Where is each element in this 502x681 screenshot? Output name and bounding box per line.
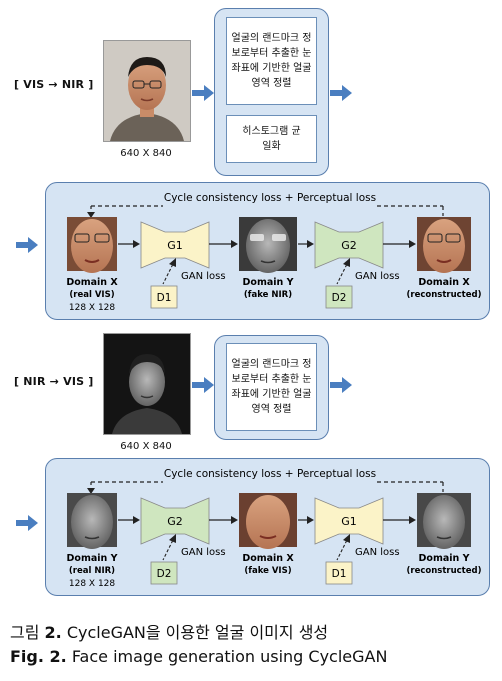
discriminator-d2-label: D2: [332, 292, 347, 304]
align-step-text: 얼굴의 랜드마크 정보로부터 추출한 눈 좌표에 기반한 얼굴 영역 정렬: [231, 33, 312, 89]
caption-english: Fig. 2. Face image generation using Cycl…: [10, 647, 387, 666]
node2-title: Domain Y: [243, 277, 294, 288]
generator-g1-label: G1: [167, 239, 183, 252]
section2-input-size: 640 X 840: [120, 441, 172, 452]
node4-title: Domain Y: [67, 553, 118, 564]
discriminator-d1-box-2: [325, 561, 353, 585]
generator-g2-shape: [314, 221, 384, 269]
section2-align-step-box: 얼굴의 랜드마크 정보로부터 추출한 눈 좌표에 기반한 얼굴 영역 정렬: [226, 343, 317, 431]
caption-ko-text: CycleGAN을 이용한 얼굴 이미지 생성: [61, 623, 329, 642]
node4-subtitle: (real NIR): [69, 566, 115, 576]
section2-cyclegan-diagram: Cycle consistency loss + Perceptual loss…: [67, 468, 482, 589]
caption-ko-prefix: 그림: [10, 623, 45, 642]
caption-en-prefix: Fig. 2.: [10, 647, 67, 666]
crop-size-label-1: 128 X 128: [69, 303, 116, 313]
caption-en-text: Face image generation using CycleGAN: [66, 647, 388, 666]
arrow-into-cyclegan-2: [16, 515, 38, 531]
discriminator-d1-label: D1: [157, 292, 172, 304]
generator-g2-shape-2: [140, 497, 210, 545]
discriminator-d2-box-2: [150, 561, 178, 585]
input-portrait-nir: [103, 333, 191, 435]
gan-loss-label-1: GAN loss: [181, 271, 226, 282]
domain-y-real-nir-image: [67, 493, 117, 549]
portrait-vis-image: [104, 41, 190, 141]
discriminator-d1-label-2: D1: [332, 568, 347, 580]
gan-loss-label-2: GAN loss: [355, 271, 400, 282]
portrait-nir-image: [104, 334, 190, 434]
domain-x-real-vis-image: [67, 217, 117, 273]
node6-subtitle: (reconstructed): [407, 566, 482, 576]
crop-size-label-2: 128 X 128: [69, 579, 116, 589]
node3-title: Domain X: [418, 277, 470, 288]
align-step-text-2: 얼굴의 랜드마크 정보로부터 추출한 눈 좌표에 기반한 얼굴 영역 정렬: [231, 359, 312, 415]
section1-align-step-box: 얼굴의 랜드마크 정보로부터 추출한 눈 좌표에 기반한 얼굴 영역 정렬: [226, 17, 317, 105]
discriminator-d2-label-2: D2: [157, 568, 172, 580]
node2-subtitle: (fake NIR): [244, 290, 292, 300]
discriminator-d1-box: [150, 285, 178, 309]
cycle-loss-arrowhead: [87, 212, 95, 218]
node5-subtitle: (fake VIS): [244, 566, 291, 576]
arrow-from-preprocess-2: [330, 377, 352, 393]
domain-x-fake-vis-image: [239, 493, 297, 549]
node5-title: Domain X: [242, 553, 294, 564]
gan-loss-label-3: GAN loss: [181, 547, 226, 558]
caption-korean: 그림 2. CycleGAN을 이용한 얼굴 이미지 생성: [10, 619, 328, 643]
section2-direction-label: [ NIR → VIS ]: [14, 375, 94, 388]
arrow-to-preprocess-2: [192, 377, 214, 393]
arrow-from-preprocess-1: [330, 85, 352, 101]
section1-input-size: 640 X 840: [120, 148, 172, 159]
section1-histeq-step-box: 히스토그램 균일화: [226, 115, 317, 163]
generator-g1-shape: [140, 221, 210, 269]
node3-subtitle: (reconstructed): [407, 290, 482, 300]
histeq-step-text: 히스토그램 균일화: [242, 126, 301, 152]
arrow-to-preprocess-1: [192, 85, 214, 101]
cycle-loss-label: Cycle consistency loss + Perceptual loss: [164, 192, 376, 204]
arrow-into-cyclegan-1: [16, 237, 38, 253]
input-portrait-vis: [103, 40, 191, 142]
section1-direction-label: [ VIS → NIR ]: [14, 78, 94, 91]
node1-title: Domain X: [66, 277, 118, 288]
domain-y-fake-nir-image: [239, 217, 297, 273]
discriminator-d2-box: [325, 285, 353, 309]
node1-subtitle: (real VIS): [69, 290, 114, 300]
gan-loss-label-4: GAN loss: [355, 547, 400, 558]
generator-g1-shape-2: [314, 497, 384, 545]
cycle-loss-arrowhead-2: [87, 488, 95, 494]
cycle-loss-label-2: Cycle consistency loss + Perceptual loss: [164, 468, 376, 480]
generator-g1-label-2: G1: [341, 515, 357, 528]
generator-g2-label: G2: [341, 239, 357, 252]
node6-title: Domain Y: [419, 553, 470, 564]
generator-g2-label-2: G2: [167, 515, 183, 528]
section1-cyclegan-diagram: Cycle consistency loss + Perceptual loss…: [66, 192, 482, 313]
caption-ko-number: 2.: [44, 623, 62, 642]
domain-y-reconstructed-image: [417, 493, 471, 549]
domain-x-reconstructed-image: [417, 217, 471, 273]
